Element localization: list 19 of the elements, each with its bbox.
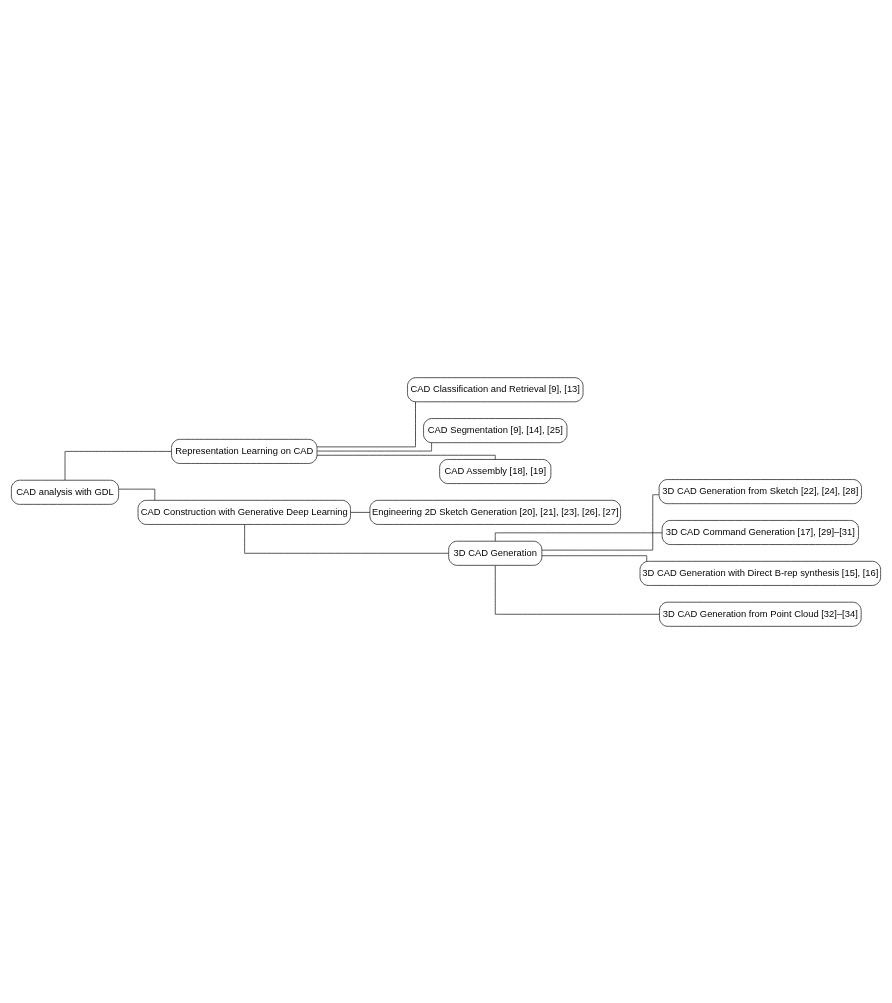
node-box: 3D CAD Generation from Sketch [22], [24], [28]: [658, 478, 862, 504]
node-box: 3D CAD Generation: [448, 540, 543, 566]
node-box: Representation Learning on CAD: [171, 438, 318, 464]
connector: [494, 564, 660, 615]
node-box: CAD Construction with Generative Deep Learning: [137, 499, 351, 525]
node-box: Engineering 2D Sketch Generation [20], [21], [23], [26], [27]: [369, 499, 621, 525]
connector: [316, 441, 432, 451]
connector: [316, 401, 416, 447]
node-box: CAD Classification and Retrieval [9], [13]: [407, 376, 584, 402]
node-box: CAD analysis with GDL: [11, 479, 119, 505]
node-box: CAD Assembly [18], [19]: [439, 458, 552, 484]
node-box: CAD Segmentation [9], [14], [25]: [423, 417, 568, 443]
node-box: 3D CAD Generation with Direct B-rep synthesis [15], [16]: [639, 560, 881, 586]
connector: [494, 532, 663, 541]
connector: [541, 493, 660, 550]
node-box: 3D CAD Command Generation [17], [29]–[31]: [661, 519, 859, 545]
connector: [316, 454, 496, 460]
connector: [350, 511, 371, 513]
node-box: 3D CAD Generation from Point Cloud [32]–[34]: [659, 601, 862, 627]
